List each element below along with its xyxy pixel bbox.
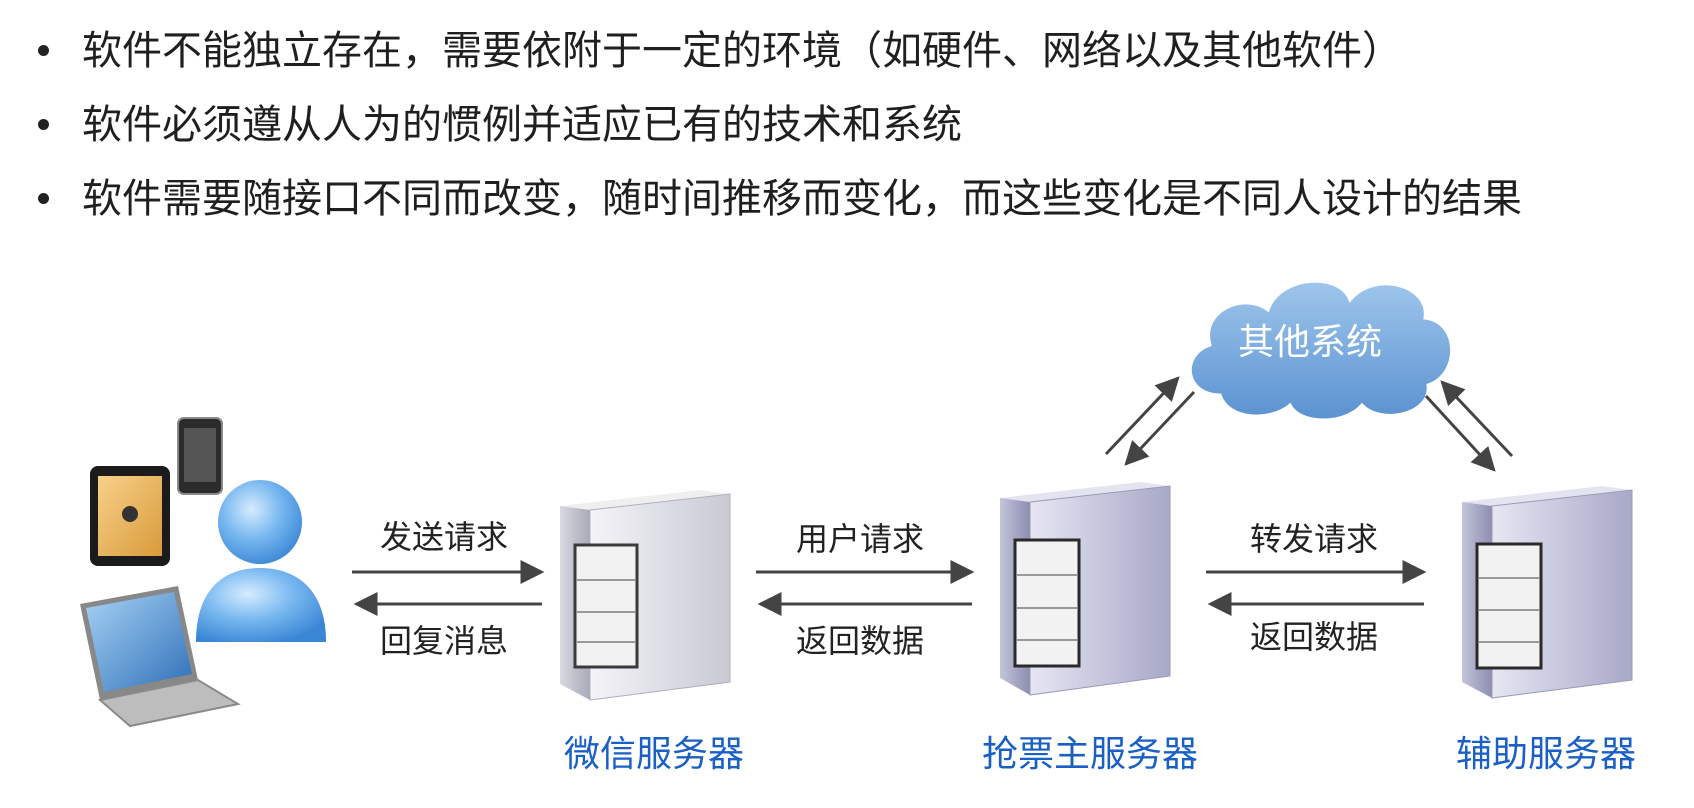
- edge-label-return-data: 返回数据: [1250, 618, 1378, 656]
- bullet-text: 软件不能独立存在，需要依附于一定的环境（如硬件、网络以及其他软件）: [82, 28, 1402, 74]
- bullet-text: 软件需要随接口不同而改变，随时间推移而变化，而这些变化是不同人设计的结果: [82, 176, 1522, 222]
- bullet-dot: [38, 45, 49, 56]
- server-icon: [1462, 486, 1633, 699]
- cloud-icon: 其他系统: [1188, 279, 1454, 422]
- tablet-icon: [90, 466, 170, 566]
- phone-icon: [177, 417, 223, 495]
- bullet-list: 软件不能独立存在，需要依附于一定的环境（如硬件、网络以及其他软件） 软件必须遵从…: [30, 14, 1522, 236]
- user-icon: [196, 480, 326, 642]
- cloud-label: 其他系统: [1238, 322, 1382, 363]
- node-label-wechat-server: 微信服务器: [564, 734, 744, 775]
- bullet-item: 软件必须遵从人为的惯例并适应已有的技术和系统: [30, 88, 1522, 162]
- arrow-main-to-cloud: [1104, 376, 1196, 466]
- bullet-dot: [38, 119, 49, 130]
- arrow-aux-to-cloud: [1424, 380, 1514, 472]
- bullet-dot: [38, 193, 49, 204]
- bullet-text: 软件必须遵从人为的惯例并适应已有的技术和系统: [82, 102, 962, 148]
- edge-label-reply-message: 回复消息: [380, 622, 508, 660]
- node-label-main-server: 抢票主服务器: [982, 734, 1198, 775]
- server-icon: [560, 490, 731, 701]
- edge-label-forward-request: 转发请求: [1250, 520, 1378, 558]
- node-label-aux-server: 辅助服务器: [1456, 734, 1636, 775]
- edge-label-return-data: 返回数据: [796, 622, 924, 660]
- bullet-item: 软件需要随接口不同而改变，随时间推移而变化，而这些变化是不同人设计的结果: [30, 162, 1522, 236]
- server-icon: [1000, 482, 1171, 696]
- bullet-item: 软件不能独立存在，需要依附于一定的环境（如硬件、网络以及其他软件）: [30, 14, 1522, 88]
- edge-label-user-request: 用户请求: [796, 520, 924, 558]
- edge-label-send-request: 发送请求: [380, 518, 508, 556]
- laptop-icon: [80, 586, 241, 728]
